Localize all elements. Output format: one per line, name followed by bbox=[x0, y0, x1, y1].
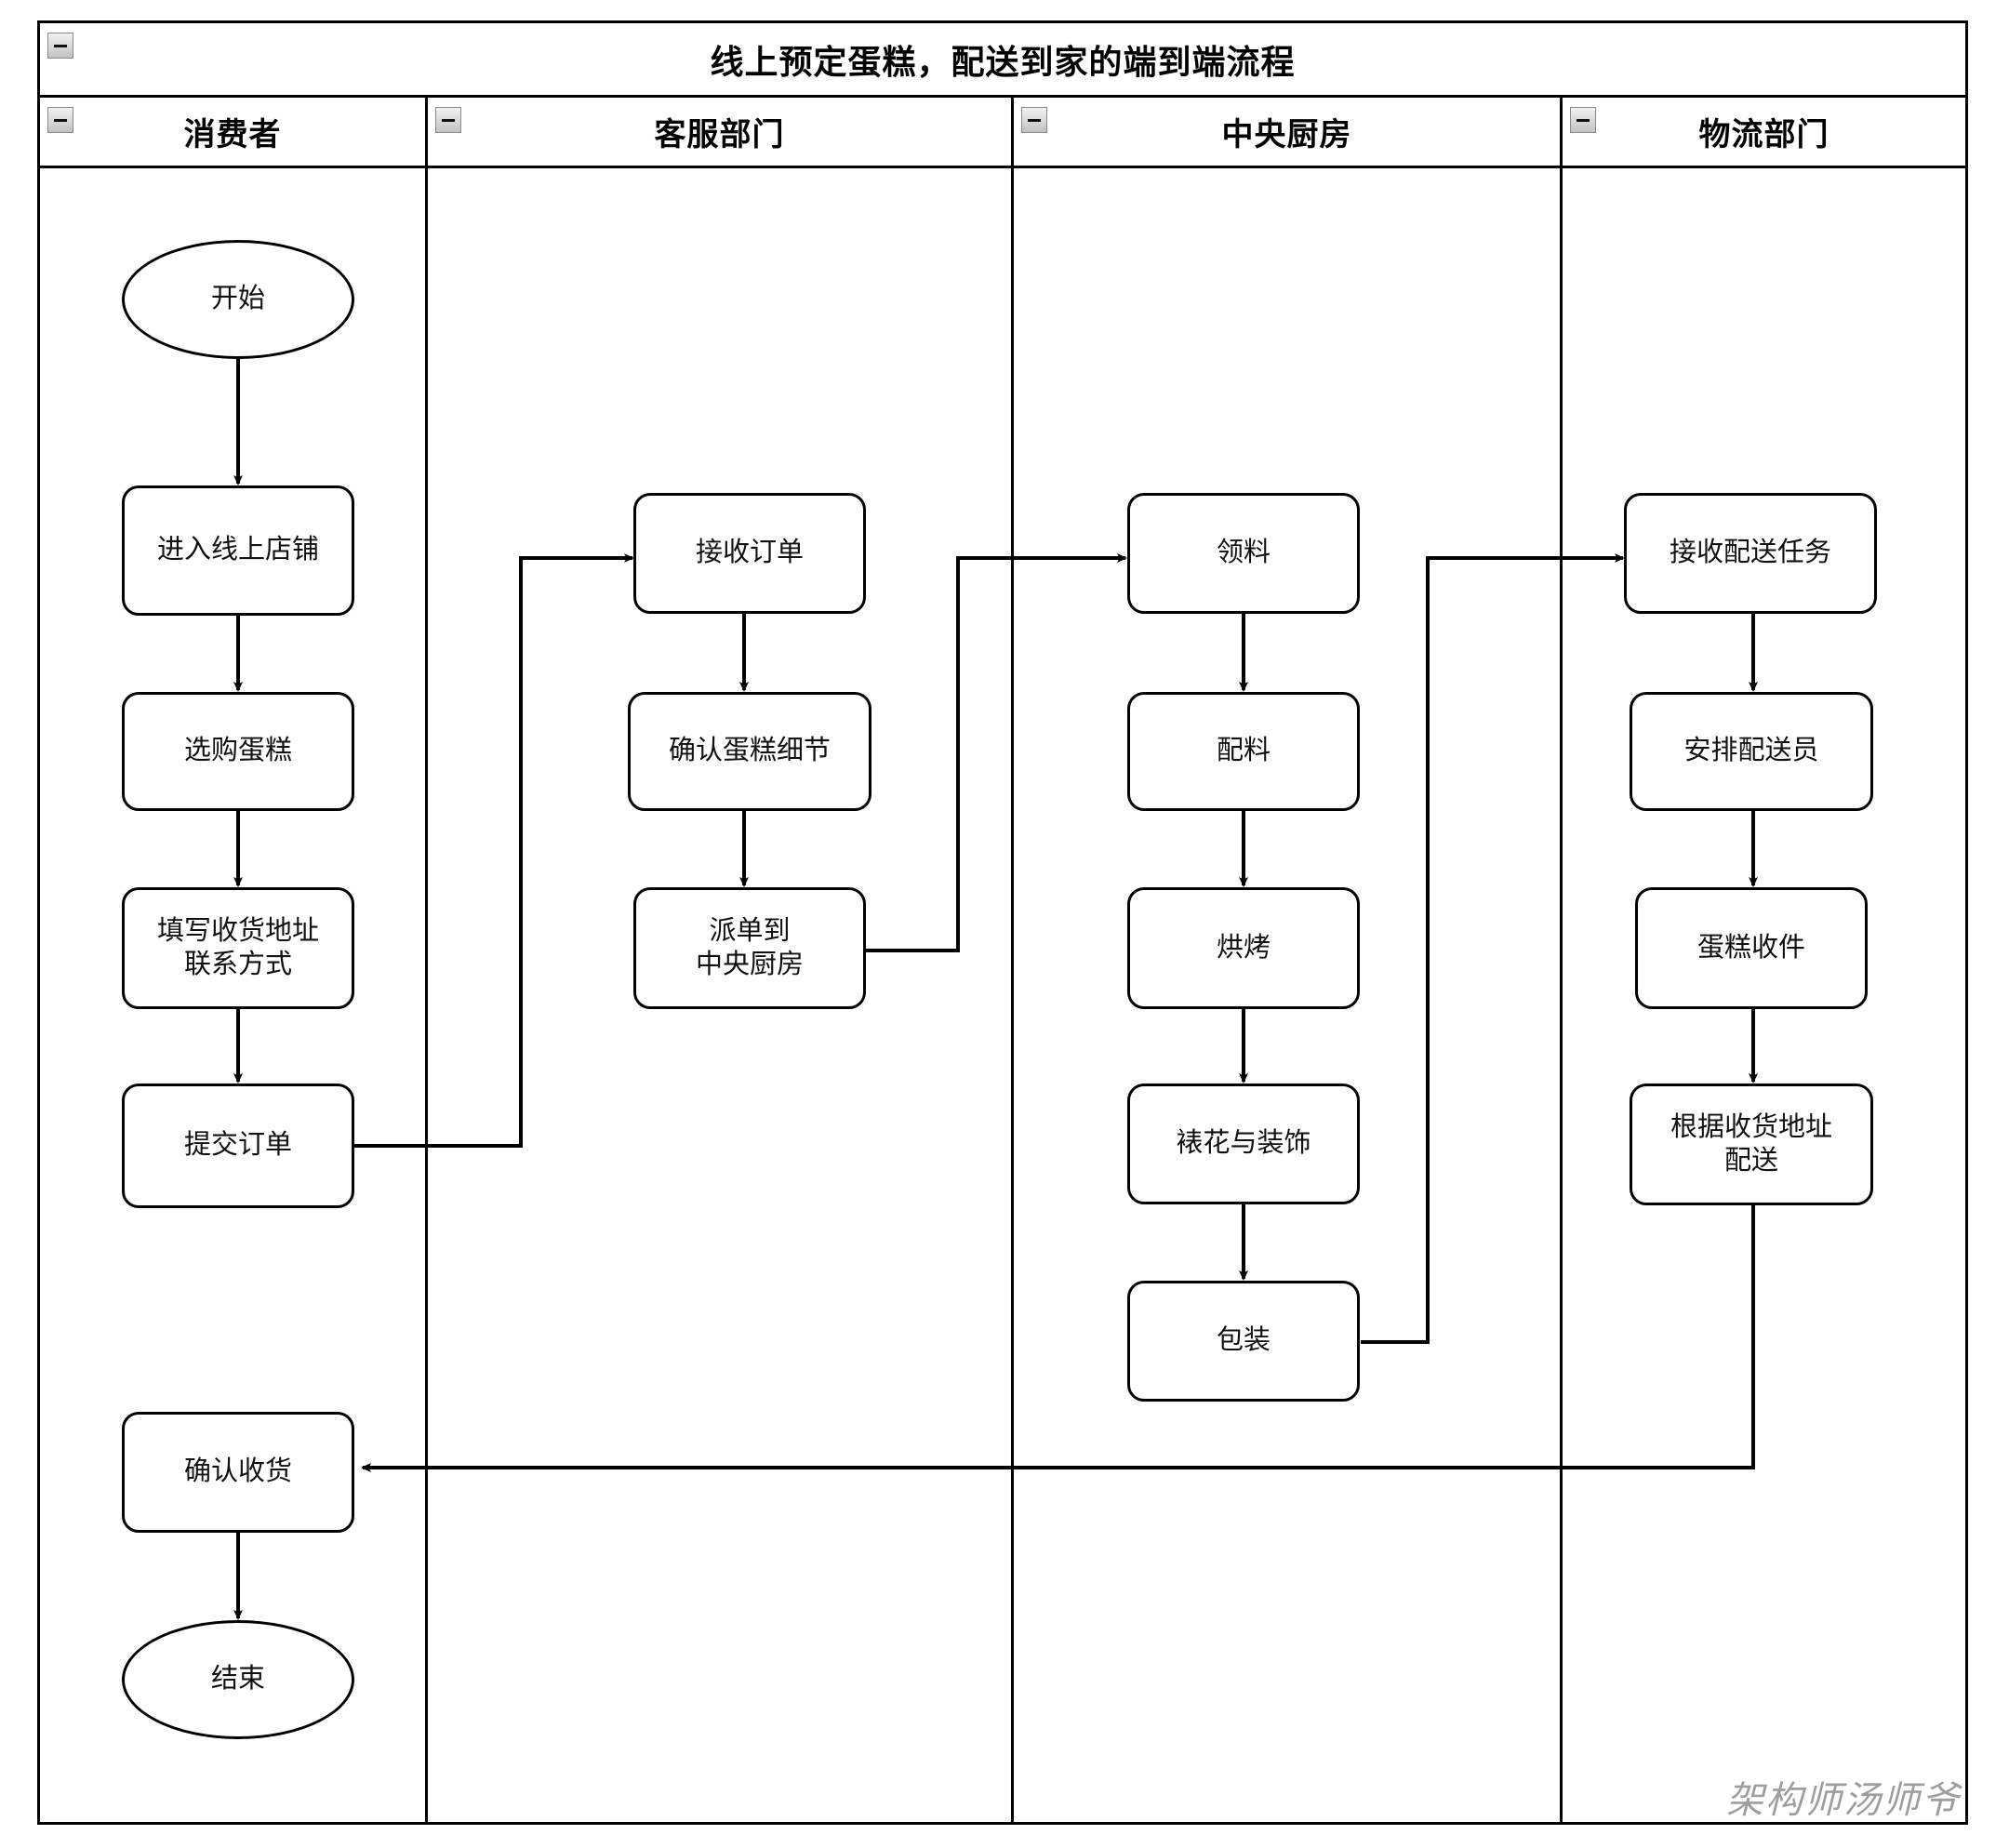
node-mix-material[interactable]: 配料 bbox=[1127, 692, 1360, 811]
lane-header-customer-service: 客服部门 bbox=[428, 98, 1011, 168]
collapse-icon-bar bbox=[54, 44, 67, 47]
node-deliver-address-label: 根据收货地址 配送 bbox=[1670, 1112, 1832, 1176]
lane-label-central-kitchen: 中央厨房 bbox=[1221, 117, 1352, 153]
node-dispatch-kitchen-label: 派单到 中央厨房 bbox=[695, 916, 804, 979]
node-confirm-receipt-label: 确认收货 bbox=[183, 1456, 292, 1487]
collapse-icon-consumer[interactable] bbox=[47, 107, 73, 133]
node-receive-task-label: 接收配送任务 bbox=[1669, 538, 1831, 568]
lane-header-central-kitchen: 中央厨房 bbox=[1014, 98, 1560, 168]
node-pickup-cake-label: 蛋糕收件 bbox=[1696, 932, 1805, 963]
node-fill-address[interactable]: 填写收货地址 联系方式 bbox=[122, 887, 354, 1009]
watermark: 架构师汤师爷 bbox=[1726, 1779, 1961, 1821]
node-decorate[interactable]: 裱花与装饰 bbox=[1127, 1084, 1360, 1204]
node-mix-material-label: 配料 bbox=[1216, 736, 1271, 766]
node-receive-order-label: 接收订单 bbox=[695, 538, 804, 568]
node-submit-order-label: 提交订单 bbox=[183, 1130, 292, 1161]
node-receive-order[interactable]: 接收订单 bbox=[633, 493, 866, 614]
node-deliver-address[interactable]: 根据收货地址 配送 bbox=[1630, 1084, 1873, 1205]
collapse-icon-pool[interactable] bbox=[47, 33, 73, 59]
node-assign-courier-label: 安排配送员 bbox=[1683, 736, 1819, 766]
node-start-label: 开始 bbox=[210, 284, 265, 314]
lane-label-consumer: 消费者 bbox=[183, 117, 282, 153]
pool-title-bar: 线上预定蛋糕，配送到家的端到端流程 bbox=[40, 23, 1965, 98]
node-pickup-cake[interactable]: 蛋糕收件 bbox=[1635, 887, 1868, 1009]
node-receive-task[interactable]: 接收配送任务 bbox=[1624, 493, 1877, 614]
node-end[interactable]: 结束 bbox=[122, 1620, 354, 1739]
diagram-title: 线上预定蛋糕，配送到家的端到端流程 bbox=[710, 42, 1296, 81]
lane-header-logistics: 物流部门 bbox=[1563, 98, 1965, 168]
collapse-icon-logistics[interactable] bbox=[1570, 107, 1596, 133]
node-get-material-label: 领料 bbox=[1216, 538, 1271, 568]
collapse-icon-central-kitchen[interactable] bbox=[1021, 107, 1047, 133]
node-fill-address-label: 填写收货地址 联系方式 bbox=[156, 916, 319, 979]
lane-header-consumer: 消费者 bbox=[40, 98, 425, 168]
collapse-icon-bar bbox=[54, 118, 67, 122]
collapse-icon-customer-service[interactable] bbox=[435, 107, 461, 133]
node-enter-shop-label: 进入线上店铺 bbox=[156, 535, 319, 565]
node-choose-cake-label: 选购蛋糕 bbox=[183, 736, 292, 766]
node-bake-label: 烘烤 bbox=[1216, 932, 1271, 963]
collapse-icon-bar bbox=[1577, 118, 1590, 122]
node-confirm-details-label: 确认蛋糕细节 bbox=[668, 736, 831, 766]
node-dispatch-kitchen[interactable]: 派单到 中央厨房 bbox=[633, 887, 866, 1009]
node-confirm-details[interactable]: 确认蛋糕细节 bbox=[628, 692, 871, 811]
collapse-icon-bar bbox=[442, 118, 455, 122]
node-package[interactable]: 包装 bbox=[1127, 1281, 1360, 1402]
node-start[interactable]: 开始 bbox=[122, 240, 354, 359]
collapse-icon-bar bbox=[1028, 118, 1041, 122]
node-get-material[interactable]: 领料 bbox=[1127, 493, 1360, 614]
node-package-label: 包装 bbox=[1216, 1325, 1271, 1356]
node-assign-courier[interactable]: 安排配送员 bbox=[1630, 692, 1873, 811]
lane-logistics: 物流部门 bbox=[1563, 98, 1965, 1825]
node-submit-order[interactable]: 提交订单 bbox=[122, 1084, 354, 1208]
node-choose-cake[interactable]: 选购蛋糕 bbox=[122, 692, 354, 811]
lane-label-logistics: 物流部门 bbox=[1698, 117, 1829, 153]
node-decorate-label: 裱花与装饰 bbox=[1176, 1128, 1311, 1159]
node-bake[interactable]: 烘烤 bbox=[1127, 887, 1360, 1009]
lane-label-customer-service: 客服部门 bbox=[654, 117, 785, 153]
node-confirm-receipt[interactable]: 确认收货 bbox=[122, 1412, 354, 1533]
node-enter-shop[interactable]: 进入线上店铺 bbox=[122, 485, 354, 616]
node-end-label: 结束 bbox=[210, 1664, 265, 1695]
lane-customer-service: 客服部门 bbox=[428, 98, 1014, 1825]
